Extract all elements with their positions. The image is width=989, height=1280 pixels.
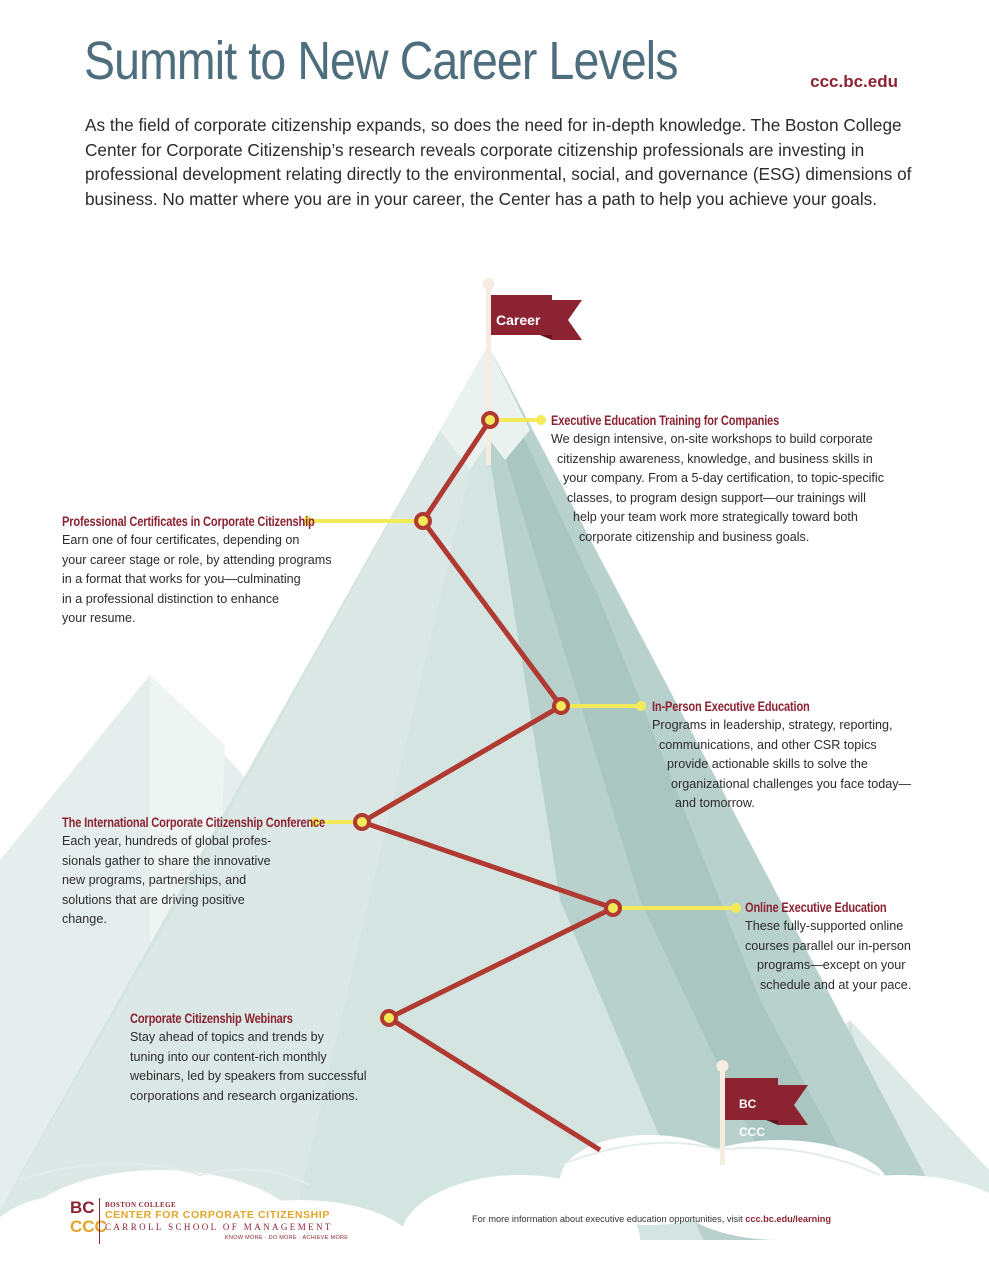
step-conference: The International Corporate Citizenship … xyxy=(62,815,383,930)
connectors xyxy=(308,418,735,1020)
intro-paragraph: As the field of corporate citizenship ex… xyxy=(85,115,912,209)
step-line: Each year, hundreds of global profes- xyxy=(62,834,272,848)
step-executive-training: Executive Education Training for Compani… xyxy=(551,413,884,547)
step-line: These fully-supported online xyxy=(745,919,904,933)
step-line: citizenship awareness, knowledge, and bu… xyxy=(557,451,873,466)
base-flag-line2: CCC xyxy=(739,1125,765,1139)
summit-flag-line2: Goals xyxy=(496,344,535,360)
page-title: Summit to New Career Levels xyxy=(84,31,678,91)
step-line: schedule and at your pace. xyxy=(760,977,912,992)
step-line: Programs in leadership, strategy, report… xyxy=(652,718,893,732)
step-title: Professional Certificates in Corporate C… xyxy=(62,514,315,529)
summit-flag-line1: Career xyxy=(496,312,541,328)
step-line: your company. From a 5-day certification… xyxy=(563,471,885,485)
step-line: tuning into our content-rich monthly xyxy=(130,1049,327,1064)
step-line: in a format that works for you—culminati… xyxy=(62,572,301,586)
step-line: provide actionable skills to solve the xyxy=(667,757,868,771)
step-webinars: Corporate Citizenship Webinars Stay ahea… xyxy=(130,1011,367,1106)
logo-mark-bottom: CCC xyxy=(70,1217,107,1236)
step-in-person-education: In-Person Executive Education Programs i… xyxy=(652,699,911,814)
step-title: Online Executive Education xyxy=(745,900,887,915)
step-title: The International Corporate Citizenship … xyxy=(62,815,326,830)
base-flag-label: BC CCC xyxy=(739,1083,765,1153)
step-line: your resume. xyxy=(62,611,136,625)
step-line: programs—except on your xyxy=(757,958,906,972)
footer-note: For more information about executive edu… xyxy=(472,1214,831,1224)
step-title: Corporate Citizenship Webinars xyxy=(130,1011,293,1026)
step-online-education: Online Executive Education These fully-s… xyxy=(745,900,918,995)
clouds xyxy=(0,1135,989,1280)
step-line: help your team work more strategically t… xyxy=(573,510,858,524)
step-line: communications, and other CSR topics xyxy=(659,737,877,752)
step-line: your career stage or role, by attending … xyxy=(62,552,332,567)
summit-flag xyxy=(491,295,582,340)
logo-line2: CENTER FOR CORPORATE CITIZENSHIP xyxy=(105,1209,330,1221)
step-professional-certificates: Professional Certificates in Corporate C… xyxy=(62,514,370,629)
bcccc-logo-mark: BC CCC xyxy=(70,1198,107,1236)
step-line: new programs, partnerships, and xyxy=(62,873,247,887)
logo-divider xyxy=(99,1198,100,1244)
footer-text: For more information about executive edu… xyxy=(472,1214,746,1224)
summit-flag-label: Career Goals xyxy=(496,296,540,376)
logo-mark-top: BC xyxy=(70,1198,95,1217)
step-line: in a professional distinction to enhance xyxy=(62,591,280,606)
logo-wordmark: BOSTON COLLEGE CENTER FOR CORPORATE CITI… xyxy=(105,1201,348,1243)
step-line: change. xyxy=(62,912,107,926)
step-line: We design intensive, on-site workshops t… xyxy=(551,432,873,446)
step-line: Stay ahead of topics and trends by xyxy=(130,1030,324,1044)
step-title: In-Person Executive Education xyxy=(652,699,810,714)
step-line: courses parallel our in-person xyxy=(745,938,911,953)
step-line: and tomorrow. xyxy=(675,796,755,810)
step-line: corporate citizenship and business goals… xyxy=(579,529,810,544)
site-url-link[interactable]: ccc.bc.edu xyxy=(810,72,898,91)
step-line: sionals gather to share the innovative xyxy=(62,853,271,868)
step-line: webinars, led by speakers from successfu… xyxy=(130,1069,367,1083)
base-flagpole xyxy=(720,1065,725,1165)
step-line: solutions that are driving positive xyxy=(62,892,245,907)
logo-line3: CARROLL SCHOOL OF MANAGEMENT xyxy=(105,1222,333,1232)
step-line: corporations and research organizations. xyxy=(130,1088,359,1103)
summit-flagpole xyxy=(486,285,491,465)
logo-line1: BOSTON COLLEGE xyxy=(105,1201,177,1209)
step-line: organizational challenges you face today… xyxy=(671,776,912,791)
base-flag-line1: BC xyxy=(739,1097,757,1111)
step-title: Executive Education Training for Compani… xyxy=(551,413,780,428)
step-line: classes, to program design support—our t… xyxy=(567,490,866,505)
logo-tagline: KNOW MORE · DO MORE · ACHIEVE MORE xyxy=(225,1235,349,1241)
snow-cap xyxy=(440,345,530,470)
base-flag xyxy=(725,1078,808,1125)
step-line: Earn one of four certificates, depending… xyxy=(62,533,300,547)
path-nodes xyxy=(353,411,622,1027)
footer-learning-link[interactable]: ccc.bc.edu/learning xyxy=(745,1214,831,1224)
